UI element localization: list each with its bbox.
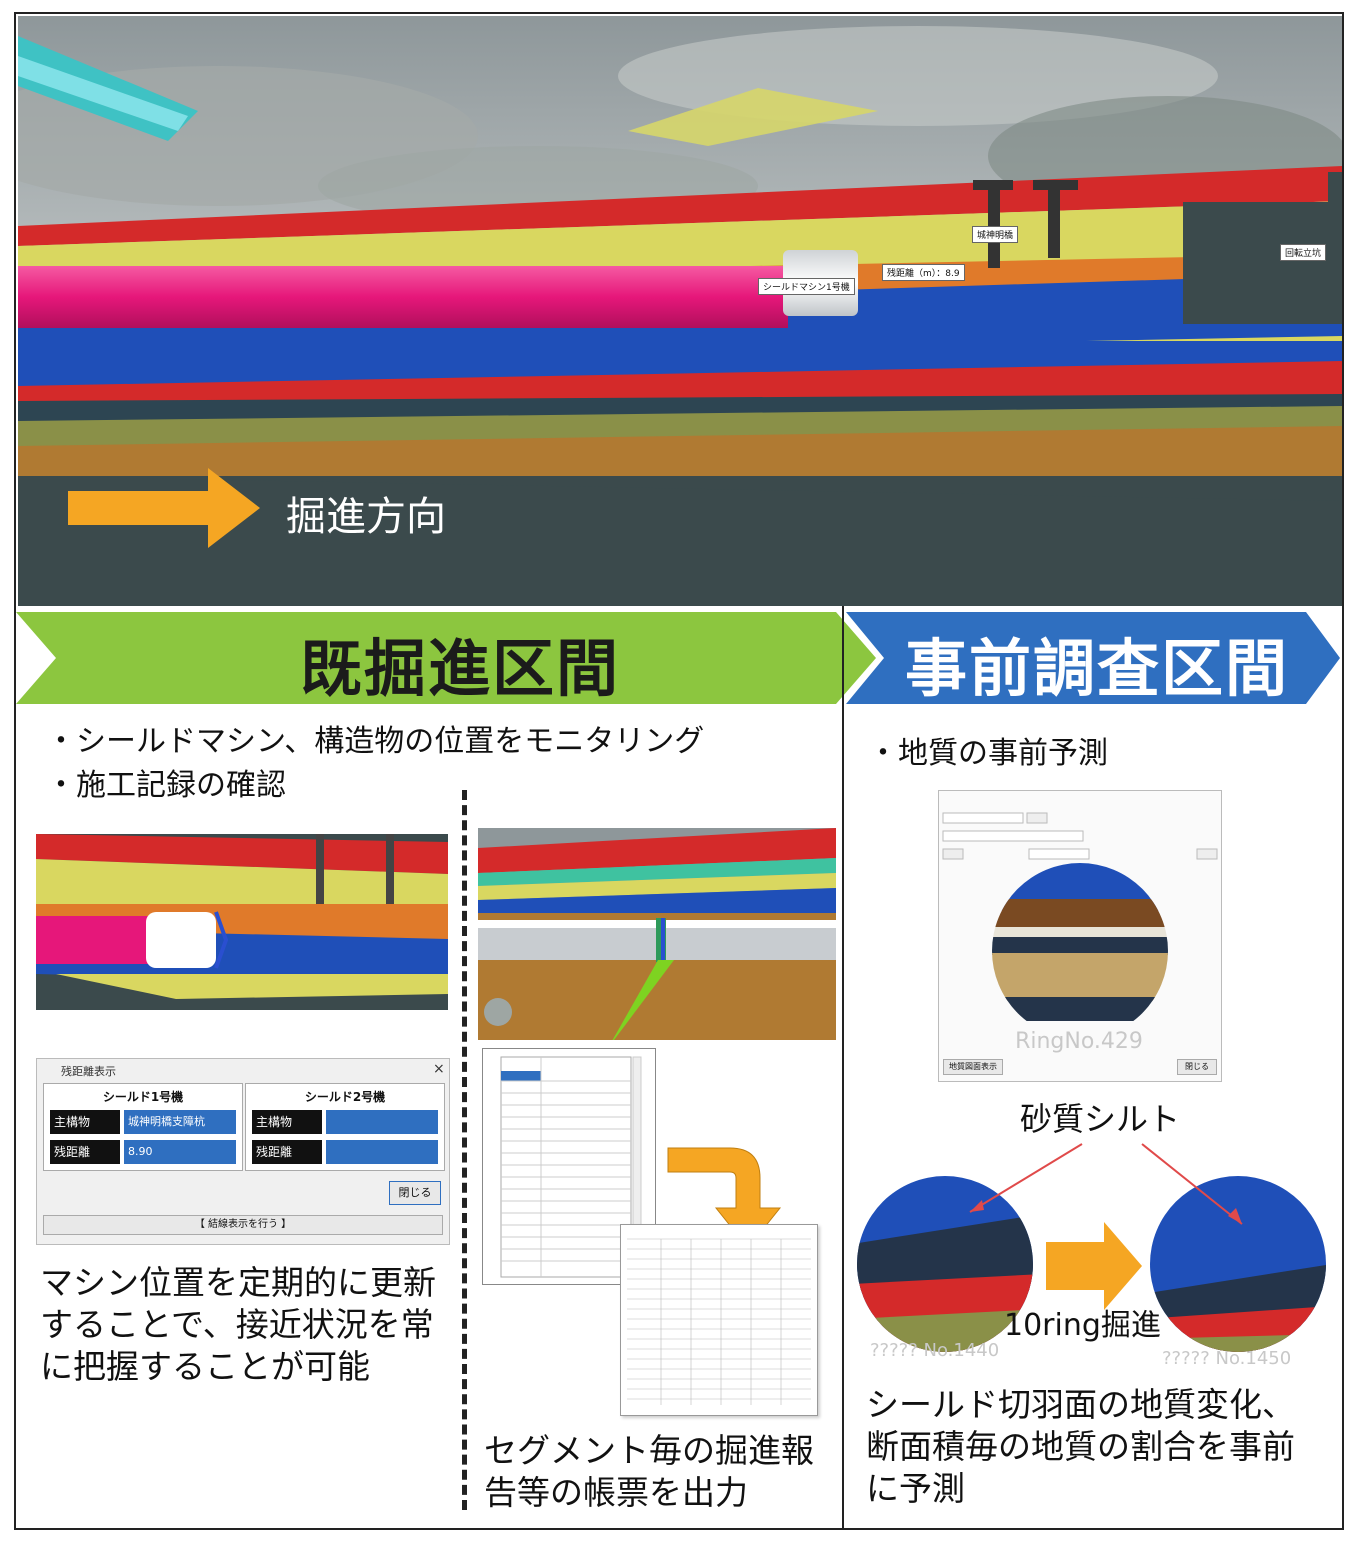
distance-dialog: 残距離表示 × シールド1号機 主構物 城神明橋支障杭 残距離 8.90 シール… [36,1058,450,1245]
col1-header: シールド1号機 [102,1090,184,1104]
dialog-close-button[interactable]: 閉じる [389,1181,441,1205]
structure-label: 城神明橋 [972,226,1019,243]
left-bullet-1: ・シールドマシン、構造物の位置をモニタリング [46,724,705,759]
distance-label: 残距離（m）：8.9 [882,264,965,281]
face-cross-sections [857,1143,1326,1352]
direction-label: 掘進方向 [286,494,446,540]
row2-label: 残距離 [50,1140,120,1164]
machine1-panel: シールド1号機 主構物 城神明橋支障杭 残距離 8.90 [43,1083,243,1171]
col1-row2-value: 8.90 [124,1140,236,1164]
left-bullet-2: ・施工記録の確認 [46,768,286,803]
middle-caption: セグメント毎の掘進報告等の帳票を出力 [484,1431,814,1512]
segment-thumbnail [478,828,836,1040]
section-banners [16,612,1340,704]
banner-left-title: 既掘進区間 [300,632,621,705]
row1-label-2: 主構物 [252,1110,322,1134]
circle2-label: ????? No.1450 [1162,1348,1292,1369]
col2-row2-value [326,1140,438,1164]
row1-label: 主構物 [50,1110,120,1134]
surface-patch [628,88,878,146]
stratum-red-mid [18,361,1342,406]
advance-arrow-icon [1046,1222,1142,1310]
building-label: 回転立坑 [1280,244,1327,261]
right-caption: シールド切羽面の地質変化、断面積毎の地質の割合を事前に予測 [866,1385,1295,1508]
report-document [620,1224,818,1416]
geology-close-button[interactable]: 閉じる [1177,1059,1217,1075]
stratum-olive [18,406,1342,451]
col2-header: シールド2号機 [304,1090,386,1104]
ring-label: RingNo.429 [1015,1029,1143,1054]
section-divider [842,606,844,1530]
geology-dialog: RingNo.429 地質図面表示 閉じる [938,790,1222,1082]
col1-row1-value: 城神明橋支障杭 [124,1110,236,1134]
dialog-title: 残距離表示 [61,1065,116,1078]
tunnel-pipe [18,266,788,328]
silt-label: 砂質シルト [1020,1100,1181,1138]
right-bullet-1: ・地質の事前予測 [868,736,1108,771]
left-divider-dashed [462,790,467,1510]
dialog-close-icon[interactable]: × [433,1061,445,1077]
left-caption: マシン位置を定期的に更新することで、接近状況を常に把握することが可能 [40,1263,436,1386]
banner-right [846,612,1340,704]
direction-arrow-icon [68,468,260,548]
geology-map-button[interactable]: 地質図面表示 [943,1059,1003,1075]
advance-label: 10ring掘進 [1004,1308,1161,1343]
machine-thumbnail [36,834,448,1010]
banner-right-title: 事前調査区間 [905,632,1290,705]
stratum-yellow [18,201,1342,286]
strata-scene [18,16,1342,606]
shaft-building [1183,202,1342,324]
dialog-footer-button[interactable]: 【 結線表示を行う 】 [43,1215,443,1235]
col2-row1-value [326,1110,438,1134]
banner-left [16,612,876,704]
row2-label-2: 残距離 [252,1140,322,1164]
hero-3d-view: 掘進方向 シールドマシン1号機 残距離（m）：8.9 城神明橋 回転立坑 [18,16,1342,606]
machine2-panel: シールド2号機 主構物 残距離 [245,1083,445,1171]
cross-section-1450 [1150,1176,1326,1352]
machine-label: シールドマシン1号機 [758,278,855,295]
circle1-label: ????? No.1440 [870,1340,1000,1361]
